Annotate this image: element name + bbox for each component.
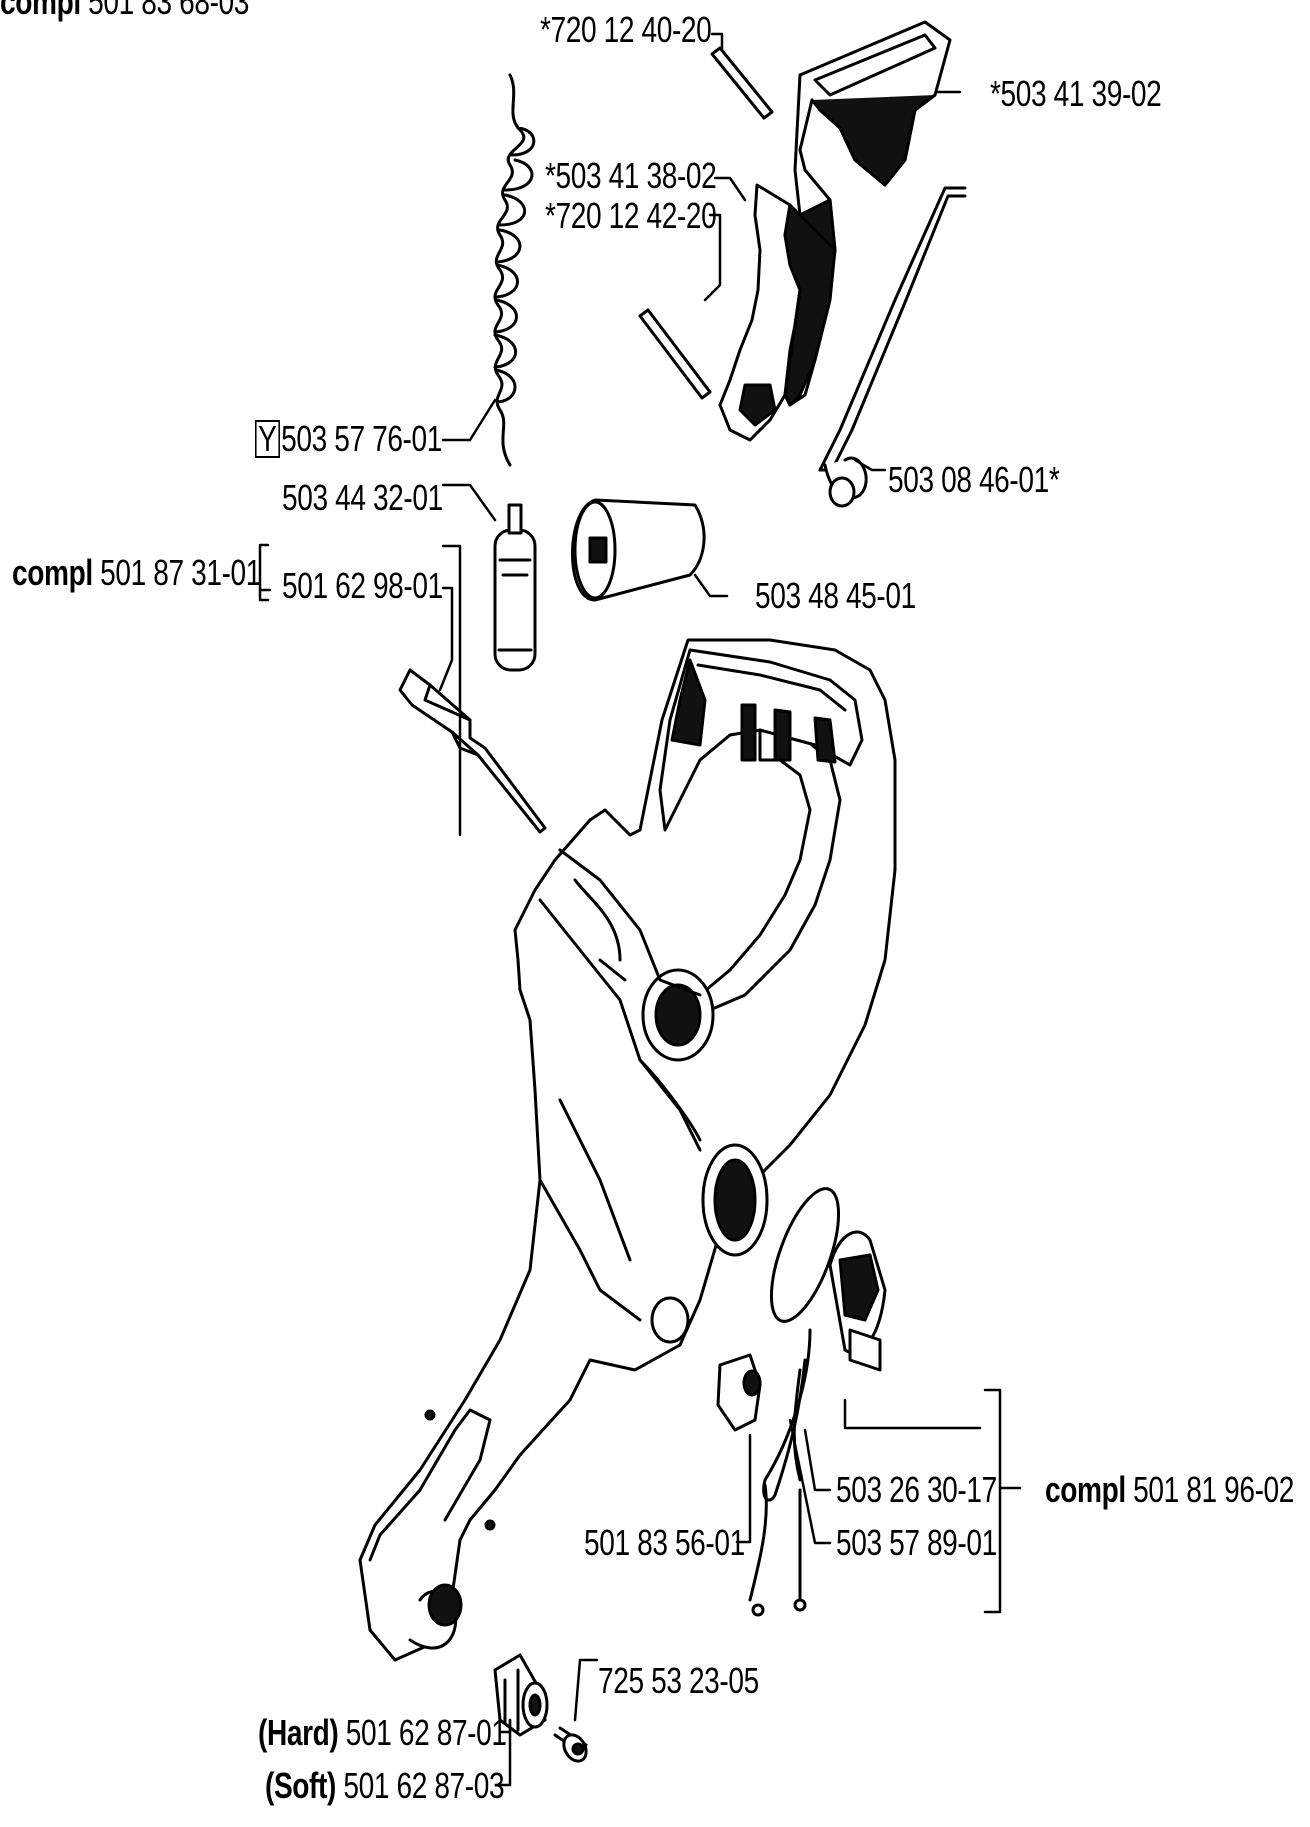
label-cap-strap: 503 57 89-01 <box>836 1522 997 1563</box>
plug-part <box>716 1353 762 1432</box>
label-pin-lever: *720 12 42-20 <box>545 195 717 236</box>
rear-handle-body <box>358 638 897 1662</box>
chain-cover <box>571 498 706 602</box>
label-cover: 503 48 45-01 <box>755 575 916 616</box>
label-filter: 503 44 32-01 <box>282 477 443 518</box>
label-compl-cap: compl 501 81 96-02 <box>1045 1469 1294 1510</box>
label-handle-top: *503 41 39-02 <box>990 73 1162 114</box>
pump-tube <box>398 668 547 834</box>
pin-lever <box>638 308 712 400</box>
label-pump-tube: 501 62 98-01 <box>282 565 443 606</box>
pin-top <box>710 46 774 120</box>
label-screw: 725 53 23-05 <box>598 1660 759 1701</box>
screw-part <box>553 1726 588 1763</box>
oil-cap <box>748 1187 887 1617</box>
oil-filter <box>493 503 537 672</box>
label-lever: *503 41 38-02 <box>545 155 717 196</box>
label-dampener-soft: (Soft) 501 62 87-03 <box>265 1765 505 1806</box>
label-compl-pump: compl 501 87 31-01 <box>12 552 261 593</box>
lever-part <box>718 183 837 442</box>
label-dampener-hard: (Hard) 501 62 87-01 <box>258 1712 507 1753</box>
spring-marker-box: Y <box>255 420 280 459</box>
throttle-rod <box>818 186 967 508</box>
label-pin-top: *720 12 40-20 <box>540 9 712 50</box>
dampener-part <box>493 1653 549 1737</box>
label-rod: 503 08 46-01* <box>888 459 1060 500</box>
label-top-compl: compl 501 83 68-03 <box>0 0 249 22</box>
spring-part <box>493 73 536 467</box>
leader-lines <box>258 32 1022 1787</box>
label-cap-ring: 503 26 30-17 <box>836 1469 997 1510</box>
label-plug: 501 83 56-01 <box>584 1522 745 1563</box>
